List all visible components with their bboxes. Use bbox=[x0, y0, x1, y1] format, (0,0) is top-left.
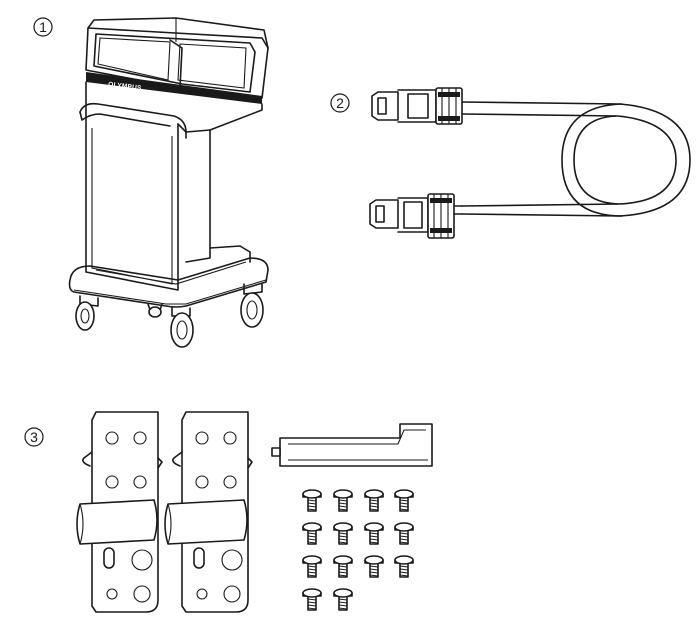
hook-bar bbox=[271, 423, 433, 467]
screw bbox=[333, 489, 353, 512]
screw bbox=[302, 588, 322, 611]
cable-connector-bottom bbox=[369, 193, 463, 239]
screw bbox=[333, 555, 353, 578]
item-label-2: 2 bbox=[330, 93, 350, 113]
screw bbox=[302, 489, 322, 512]
screw bbox=[364, 555, 384, 578]
screw bbox=[394, 522, 414, 545]
item-label-3: 3 bbox=[24, 427, 44, 447]
mounting-bracket bbox=[164, 411, 253, 613]
caster-wheel bbox=[75, 295, 99, 331]
caster-wheel bbox=[170, 307, 194, 348]
item-number-3: 3 bbox=[30, 429, 38, 445]
trolley-illustration: OLYMPUS bbox=[68, 17, 269, 348]
screw bbox=[394, 555, 414, 578]
item-number-1: 1 bbox=[39, 19, 47, 35]
screw bbox=[364, 522, 384, 545]
screw-set bbox=[302, 489, 414, 611]
cable-illustration bbox=[369, 87, 691, 239]
item-label-1: 1 bbox=[33, 17, 53, 37]
screw bbox=[333, 588, 353, 611]
screw bbox=[394, 489, 414, 512]
screw bbox=[302, 522, 322, 545]
screw bbox=[364, 489, 384, 512]
caster-wheel bbox=[147, 303, 163, 318]
mounting-bracket bbox=[76, 411, 163, 613]
caster-wheel bbox=[240, 283, 264, 328]
screw bbox=[302, 555, 322, 578]
screw bbox=[333, 522, 353, 545]
brand-logo: OLYMPUS bbox=[108, 81, 143, 92]
item-number-2: 2 bbox=[336, 95, 344, 111]
cable-connector-top bbox=[371, 87, 463, 125]
